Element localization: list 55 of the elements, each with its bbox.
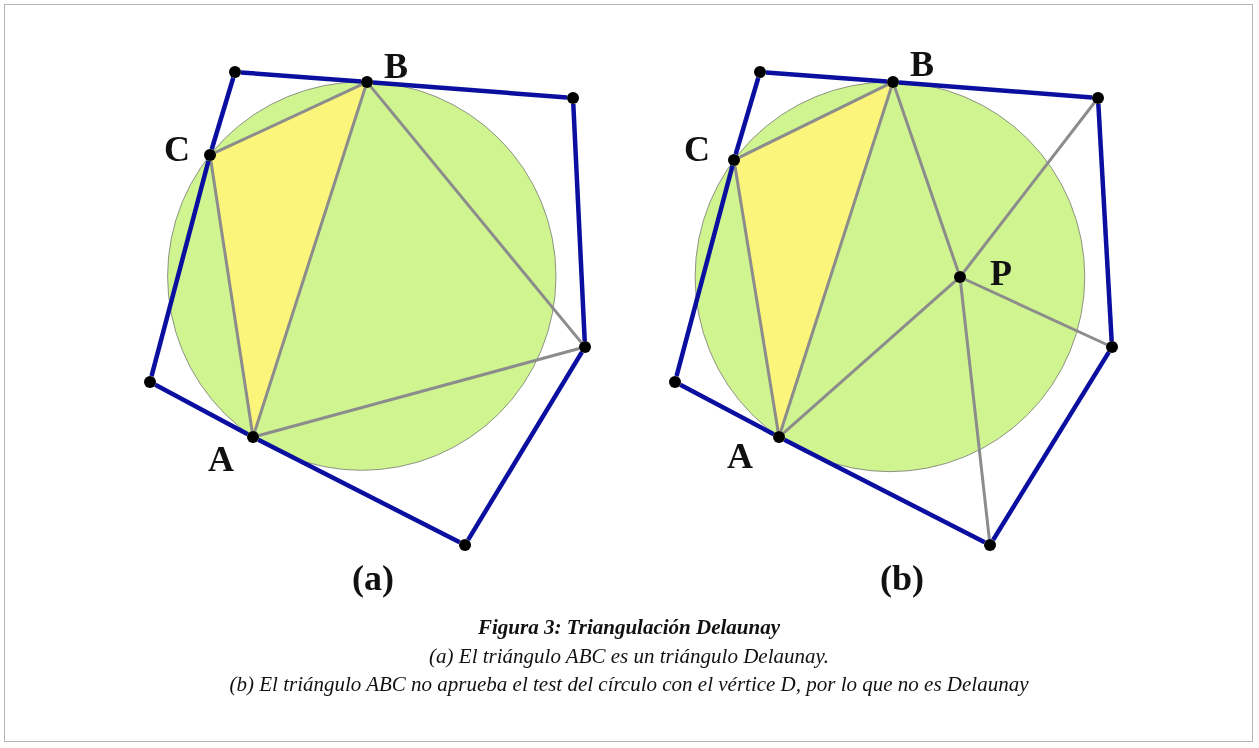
vertex-label: B [384, 48, 408, 84]
triangulation-edge [733, 165, 780, 432]
polygon-edge [991, 350, 1111, 542]
polygon-edge [571, 103, 587, 342]
vertex-label: B [910, 46, 934, 82]
polygon-edge [1096, 103, 1114, 342]
triangulation-edge [738, 83, 889, 159]
polygon-edge [372, 80, 568, 100]
panel-label: (b) [880, 560, 924, 596]
vertex-label: A [727, 438, 753, 474]
vertex-dot [984, 539, 996, 551]
polygon-edge [679, 382, 775, 437]
caption-line: (b) El triángulo ABC no aprueba el test del círculo con el vértice D, por lo que no es Delaunay [229, 674, 1029, 695]
triangulation-edge [253, 87, 367, 432]
vertex-dot [361, 76, 373, 88]
polygon-edge [898, 80, 1093, 100]
vertex-label: C [164, 131, 190, 167]
triangulation-edge [893, 87, 960, 272]
vertex-label: C [684, 131, 710, 167]
vertex-dot [204, 149, 216, 161]
triangulation-edge [782, 279, 957, 435]
polygon-edge [257, 437, 461, 545]
figure-caption: Figura 3: Triangulación Delaunay [478, 617, 780, 638]
vertex-dot [887, 76, 899, 88]
triangulation-edge [962, 101, 1096, 274]
polygon-edge [240, 70, 362, 84]
polygon-edge [154, 382, 249, 437]
triangulation-edge [209, 160, 254, 432]
polygon-edge [733, 77, 761, 155]
vertex-dot [754, 66, 766, 78]
vertex-dot [144, 376, 156, 388]
caption-line: (a) El triángulo ABC es un triángulo Delaunay. [429, 646, 829, 667]
vertex-dot [1106, 341, 1118, 353]
panel-label: (a) [352, 560, 394, 596]
vertex-dot [229, 66, 241, 78]
vertex-label: A [208, 441, 234, 477]
triangulation-edge [214, 83, 363, 154]
polygon-edge [765, 70, 888, 84]
vertex-dot [1092, 92, 1104, 104]
polygon-edge [149, 160, 211, 377]
vertex-dot [728, 154, 740, 166]
vertex-label: P [990, 255, 1012, 291]
polygon-edge [783, 437, 986, 545]
polygon-edge [209, 77, 236, 150]
vertex-dot [567, 92, 579, 104]
triangulation-edge [959, 282, 991, 540]
polygon-edge [674, 165, 735, 377]
triangulation-edge [369, 85, 583, 344]
polygon-edge [466, 350, 584, 542]
triangulation-edge [964, 278, 1108, 346]
vertex-dot [669, 376, 681, 388]
vertex-dot [579, 341, 591, 353]
vertex-dot [459, 539, 471, 551]
triangulation-edge [779, 87, 893, 432]
triangulation-edge [258, 347, 580, 437]
